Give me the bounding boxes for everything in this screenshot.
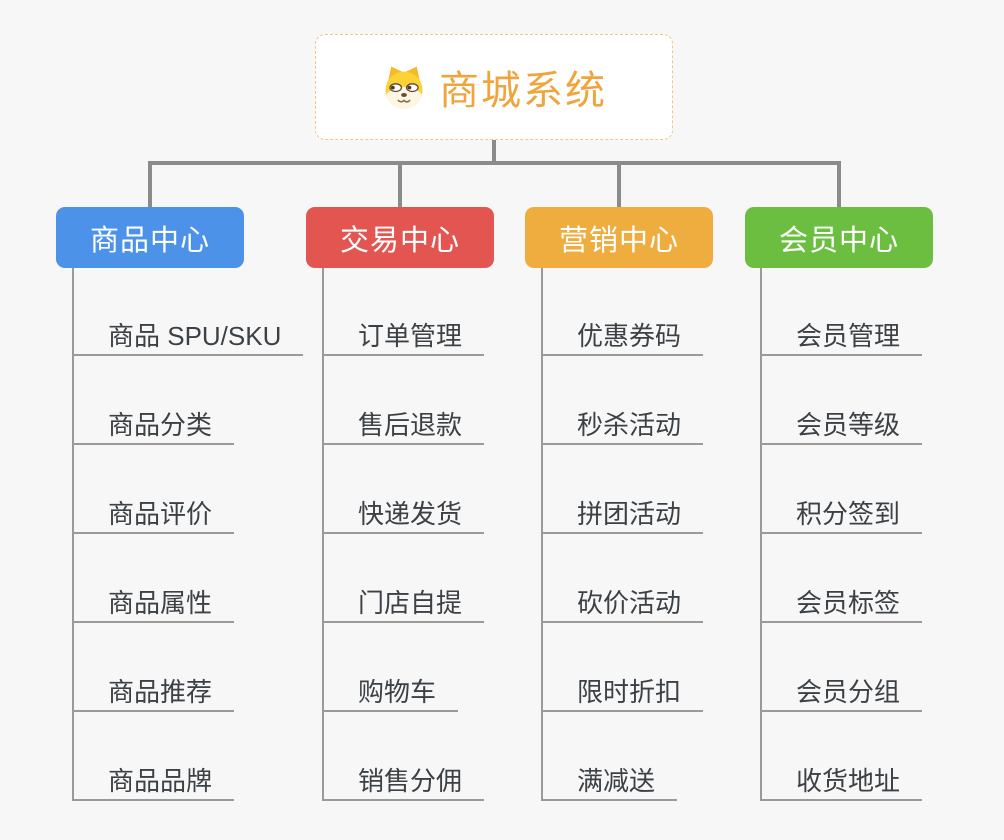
leaf-node[interactable]: 限时折扣	[543, 676, 704, 712]
connector-drop-trade	[398, 165, 402, 207]
leaf-node[interactable]: 门店自提	[324, 587, 485, 623]
leaf-node[interactable]: 秒杀活动	[543, 409, 704, 445]
root-title: 商城系统	[439, 69, 607, 113]
connector-root-stub	[492, 140, 496, 165]
leaf-node[interactable]: 收货地址	[762, 765, 923, 801]
leaf-node[interactable]: 商品属性	[74, 587, 235, 623]
leaf-node[interactable]: 商品品牌	[74, 765, 235, 801]
connector-drop-products	[148, 165, 152, 207]
leaf-node[interactable]: 商品 SPU/SKU	[74, 320, 304, 356]
connector-bus	[148, 161, 841, 165]
leaf-node[interactable]: 会员管理	[762, 320, 923, 356]
leaf-node[interactable]: 销售分佣	[324, 765, 485, 801]
leaf-node[interactable]: 快递发货	[324, 498, 485, 534]
leaf-node[interactable]: 商品推荐	[74, 676, 235, 712]
leaf-node[interactable]: 优惠券码	[543, 320, 704, 356]
leaf-node[interactable]: 购物车	[324, 676, 459, 712]
leaf-node[interactable]: 拼团活动	[543, 498, 704, 534]
leaf-node[interactable]: 商品评价	[74, 498, 235, 534]
branch-node-trade[interactable]: 交易中心	[306, 207, 494, 268]
dog-face-icon	[381, 64, 427, 110]
branch-node-marketing[interactable]: 营销中心	[525, 207, 713, 268]
leaf-node[interactable]: 会员标签	[762, 587, 923, 623]
leaf-node[interactable]: 订单管理	[324, 320, 485, 356]
connector-drop-marketing	[617, 165, 621, 207]
leaf-node[interactable]: 满减送	[543, 765, 678, 801]
branch-column-trade: 订单管理 售后退款 快递发货 门店自提 购物车 销售分佣	[322, 268, 564, 801]
leaf-node[interactable]: 会员等级	[762, 409, 923, 445]
branch-column-products: 商品 SPU/SKU 商品分类 商品评价 商品属性 商品推荐 商品品牌	[72, 268, 314, 801]
leaf-node[interactable]: 积分签到	[762, 498, 923, 534]
branch-column-members: 会员管理 会员等级 积分签到 会员标签 会员分组 收货地址	[760, 268, 1002, 801]
connector-drop-members	[837, 165, 841, 207]
root-node[interactable]: 商城系统	[315, 34, 673, 140]
leaf-node[interactable]: 售后退款	[324, 409, 485, 445]
branch-node-members[interactable]: 会员中心	[745, 207, 933, 268]
branch-column-marketing: 优惠券码 秒杀活动 拼团活动 砍价活动 限时折扣 满减送	[541, 268, 783, 801]
branch-node-products[interactable]: 商品中心	[56, 207, 244, 268]
leaf-node[interactable]: 砍价活动	[543, 587, 704, 623]
leaf-node[interactable]: 商品分类	[74, 409, 235, 445]
leaf-node[interactable]: 会员分组	[762, 676, 923, 712]
